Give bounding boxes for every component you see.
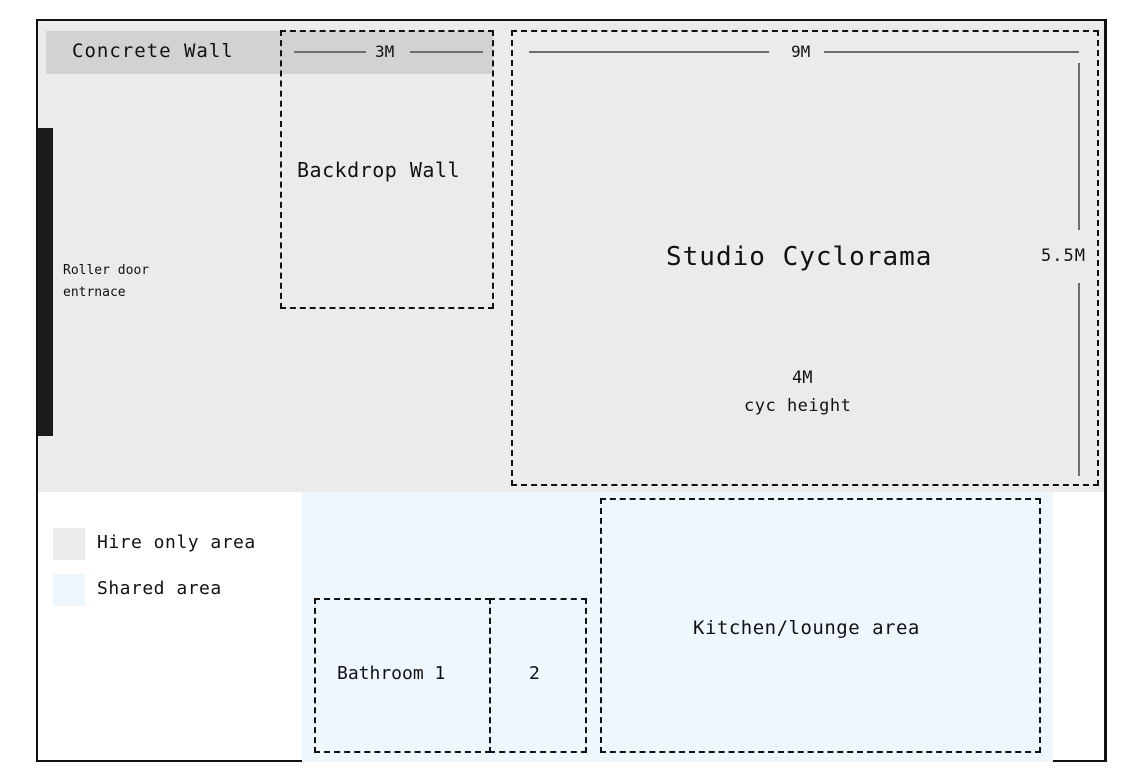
bathroom-2-zone <box>489 598 587 753</box>
legend-swatch-hire-only <box>53 528 85 560</box>
backdrop-width-dimension: 3M <box>375 42 395 61</box>
cyc-depth-dimension: 5.5M <box>1041 246 1086 266</box>
cyc-width-line-right <box>824 51 1079 53</box>
cyc-height-value: 4M <box>792 368 813 388</box>
kitchen-lounge-zone <box>600 498 1041 753</box>
roller-door-label-line2: entrnace <box>63 285 126 300</box>
kitchen-lounge-label: Kitchen/lounge area <box>693 617 920 639</box>
roller-door <box>38 128 53 436</box>
legend: Hire only area Shared area <box>53 526 283 606</box>
cyc-width-line-left <box>529 51 769 53</box>
studio-cyclorama-zone <box>511 30 1099 486</box>
floor-plan: Concrete Wall Roller door entrnace 3M Ba… <box>36 19 1107 762</box>
cyc-depth-line-bottom <box>1078 283 1080 476</box>
cyc-width-dimension: 9M <box>791 42 811 61</box>
legend-swatch-shared <box>53 574 85 606</box>
backdrop-wall-zone <box>280 30 494 309</box>
bathroom-1-label: Bathroom 1 <box>337 663 446 684</box>
studio-cyclorama-label: Studio Cyclorama <box>666 242 933 272</box>
cyc-depth-line-top <box>1078 63 1080 230</box>
backdrop-wall-label: Backdrop Wall <box>297 158 461 182</box>
cyc-height-label: cyc height <box>744 396 852 416</box>
hire-only-area <box>38 21 1104 492</box>
shared-area <box>302 492 1053 762</box>
backdrop-width-line-left <box>294 51 366 53</box>
legend-label-hire-only: Hire only area <box>97 532 256 553</box>
backdrop-width-line-right <box>410 51 483 53</box>
bathroom-2-label: 2 <box>529 663 540 684</box>
legend-label-shared: Shared area <box>97 578 222 599</box>
roller-door-label-line1: Roller door <box>63 263 150 278</box>
concrete-wall-label: Concrete Wall <box>72 40 234 62</box>
